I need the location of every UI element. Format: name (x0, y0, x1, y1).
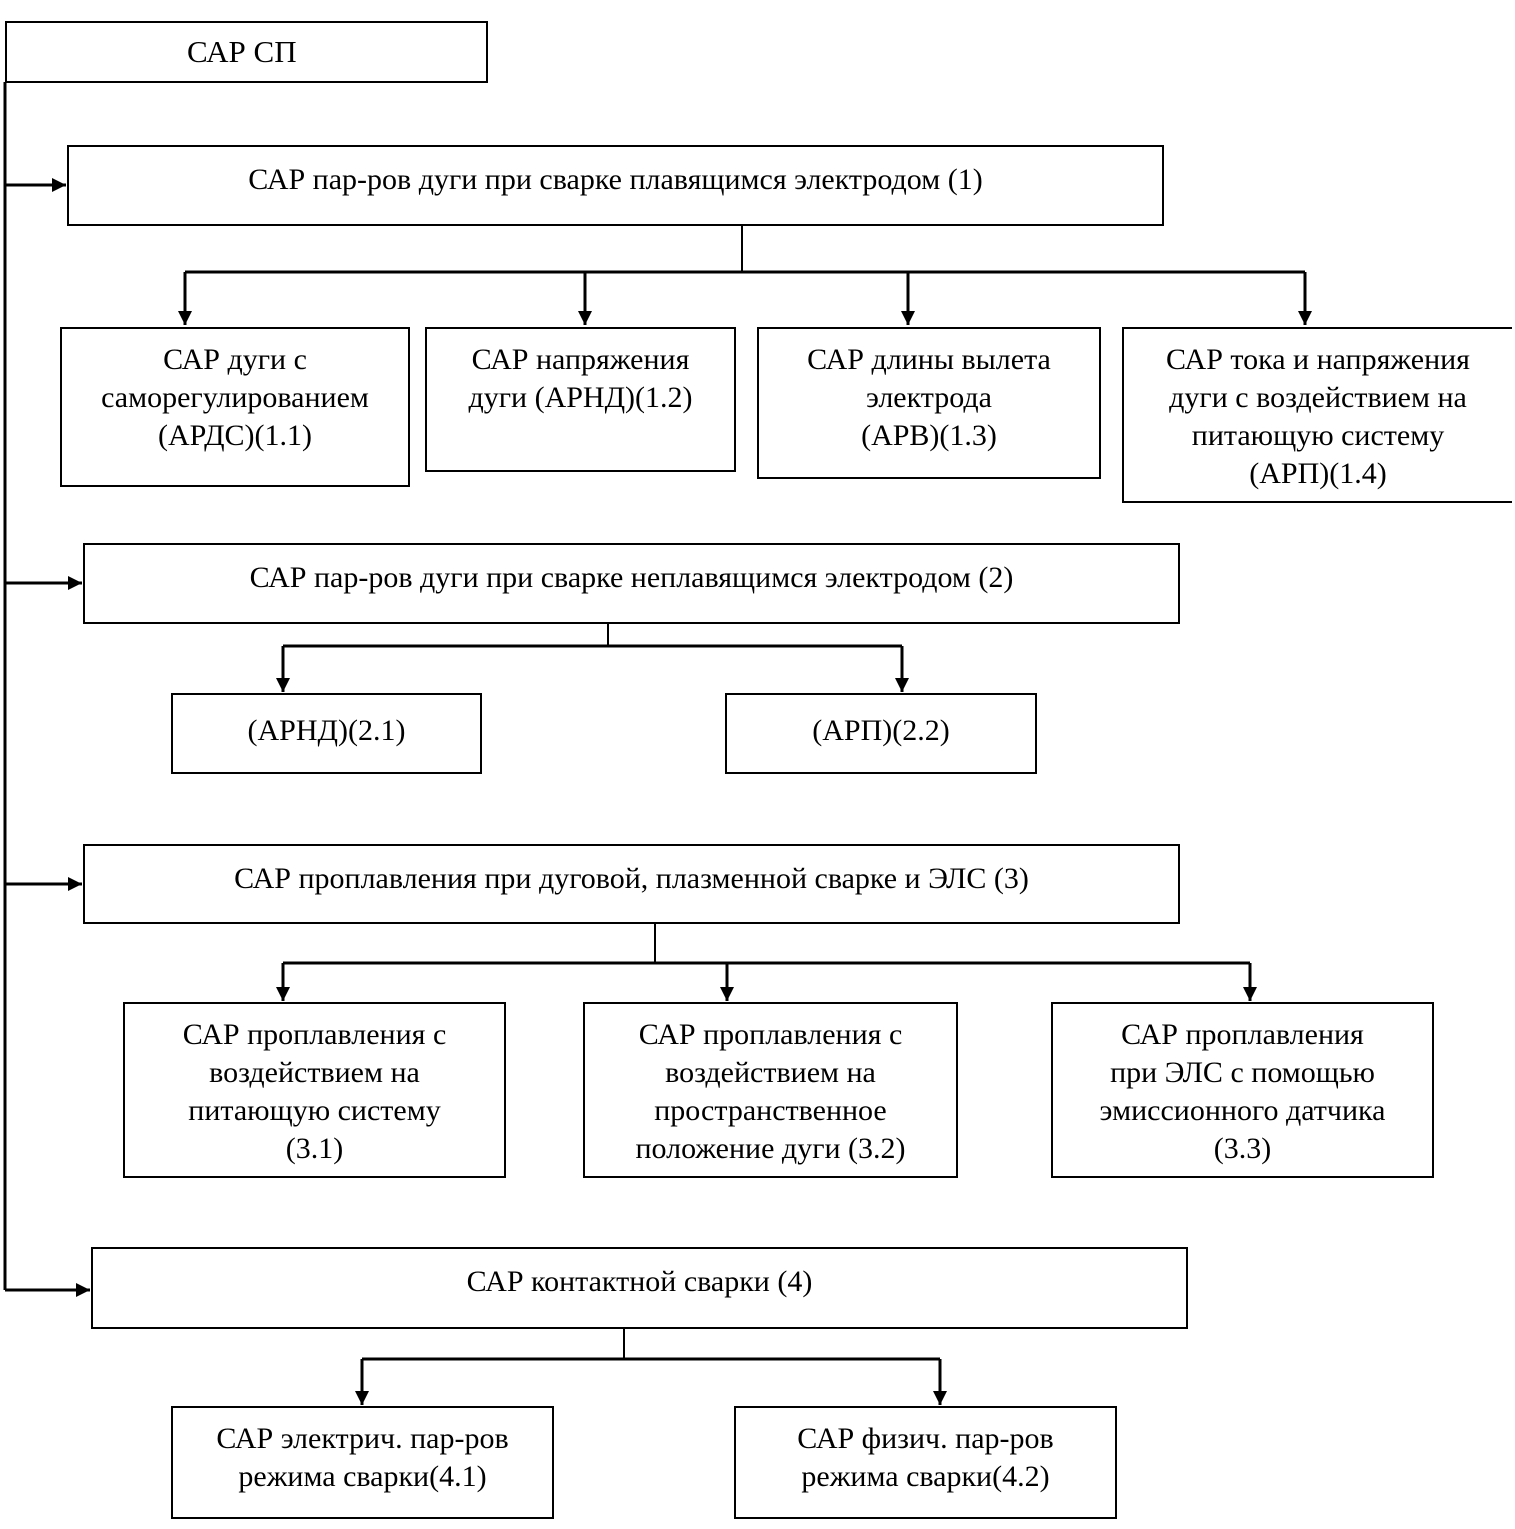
category-4-node: САР контактной сварки (4) (91, 1247, 1188, 1329)
node-3-1: САР проплавления с воздействием на питаю… (123, 1002, 506, 1178)
category-1-node: САР пар-ров дуги при сварке плавящимся э… (67, 145, 1164, 226)
node-4-2: САР физич. пар-ров режима сварки(4.2) (734, 1406, 1117, 1519)
root-node: САР СП (5, 21, 488, 83)
node-4-1: САР электрич. пар-ров режима сварки(4.1) (171, 1406, 554, 1519)
node-2-1: (АРНД)(2.1) (171, 693, 482, 774)
node-2-2: (АРП)(2.2) (725, 693, 1037, 774)
category-3-node: САР проплавления при дуговой, плазменной… (83, 844, 1180, 924)
node-1-3: САР длины вылета электрода (АРВ)(1.3) (757, 327, 1101, 479)
node-1-2: САР напряжения дуги (АРНД)(1.2) (425, 327, 736, 472)
node-3-2: САР проплавления с воздействием на прост… (583, 1002, 958, 1178)
node-1-1: САР дуги с саморегулированием (АРДС)(1.1… (60, 327, 410, 487)
node-3-3: САР проплавления при ЭЛС с помощью эмисс… (1051, 1002, 1434, 1178)
category-2-node: САР пар-ров дуги при сварке неплавящимся… (83, 543, 1180, 624)
node-1-4: САР тока и напряжения дуги с воздействие… (1122, 327, 1512, 503)
